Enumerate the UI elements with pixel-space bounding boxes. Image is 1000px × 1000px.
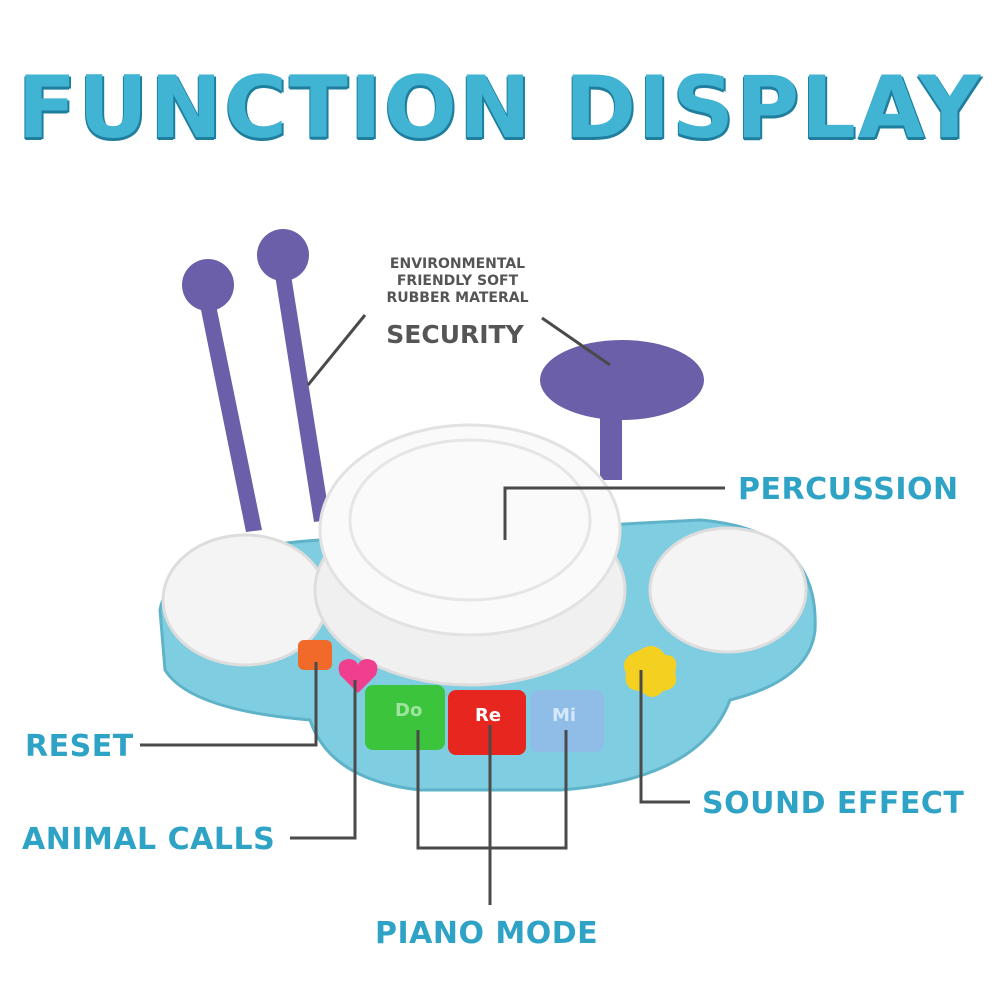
key-re-label: Re: [475, 705, 502, 726]
cymbal: [540, 340, 704, 480]
percussion-label: PERCUSSION: [738, 472, 959, 507]
animal-calls-button: [338, 659, 378, 693]
animal-calls-label: ANIMAL CALLS: [22, 822, 276, 857]
reset-button: [298, 640, 332, 670]
right-drum: [648, 526, 808, 654]
key-mi: [530, 690, 604, 752]
material-note-line: ENVIRONMENTAL: [389, 256, 526, 272]
key-re: [448, 690, 526, 755]
reset-label: RESET: [25, 729, 134, 764]
leader-lines: [140, 314, 725, 905]
security-label: SECURITY: [386, 320, 524, 349]
material-note: ENVIRONMENTAL FRIENDLY SOFT RUBBER MATER…: [370, 256, 545, 307]
sound-effect-button: [623, 646, 677, 697]
material-note-line: FRIENDLY SOFT: [396, 273, 519, 289]
key-mi-label: Mi: [552, 705, 577, 726]
main-drum-top: [318, 423, 622, 637]
page-title: FUNCTION DISPLAY: [17, 58, 983, 158]
key-do: [365, 685, 445, 750]
mallet-left: [182, 259, 262, 532]
key-do-label: Do: [395, 700, 423, 721]
mallet-right: [257, 229, 330, 522]
material-note-line: RUBBER MATERAL: [386, 290, 529, 306]
piano-mode-label: PIANO MODE: [375, 916, 599, 951]
sound-effect-label: SOUND EFFECT: [702, 786, 965, 821]
